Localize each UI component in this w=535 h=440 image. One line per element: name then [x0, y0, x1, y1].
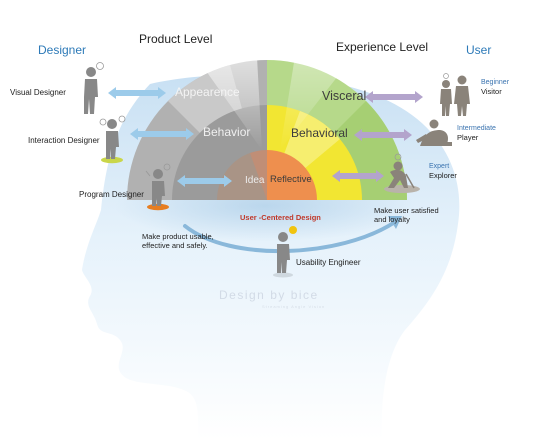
core-blend: [250, 150, 267, 200]
visitor-label: Visitor: [481, 87, 502, 96]
idea-label: Idea: [245, 175, 265, 186]
designer-arrows: [108, 87, 232, 187]
ucd-curve-arrowhead: [388, 216, 402, 229]
left-note-line-2: effective and safely.: [142, 241, 208, 250]
visual-designer-label: Visual Designer: [10, 88, 66, 97]
player-figure: [416, 119, 452, 146]
player-label: Player: [457, 133, 479, 142]
user-header: User: [466, 43, 492, 57]
product-level-header: Product Level: [139, 32, 213, 46]
experience-level-header: Experience Level: [336, 40, 429, 54]
visceral-label: Visceral: [322, 89, 367, 103]
light-beam: [170, 20, 262, 150]
watermark: Design by bice: [219, 288, 319, 302]
right-note-line-2: and loyalty: [374, 215, 410, 224]
visitor-figures: [440, 73, 470, 116]
program-arrow: [177, 175, 232, 187]
left-note-line-1: Make product usable,: [142, 232, 214, 241]
interaction-arrow: [130, 128, 194, 140]
beginner-arrow: [365, 91, 423, 103]
right-note-line-1: Make user satisfied: [374, 206, 439, 215]
user-arrows: [332, 91, 423, 182]
reflective-label: Reflective: [270, 174, 312, 185]
interaction-designer-label: Interaction Designer: [28, 136, 100, 145]
expert-title: Expert: [429, 163, 450, 170]
watermark-subtitle: Streaming Angle Vision: [262, 304, 326, 309]
expert-arrow: [332, 170, 384, 182]
visual-arrow: [108, 87, 166, 99]
light-beam: [280, 25, 370, 150]
appearance-label: Appearence: [175, 85, 240, 99]
visual-designer-figure: [84, 62, 104, 114]
behavioral-label: Behavioral: [291, 126, 348, 140]
ucd-label: User -Centered Design: [240, 213, 321, 222]
intermediate-title: Intermediate: [457, 125, 496, 132]
usability-engineer-figure: [273, 226, 297, 278]
usability-engineer-label: Usability Engineer: [296, 258, 361, 267]
program-designer-figure: [145, 163, 171, 211]
explorer-label: Explorer: [429, 171, 457, 180]
beginner-title: Beginner: [481, 79, 510, 86]
intermediate-arrow: [354, 129, 412, 141]
designer-header: Designer: [38, 43, 87, 57]
interaction-designer-figure: [99, 115, 126, 164]
reflective-layer: [267, 150, 317, 200]
explorer-figure: [384, 153, 420, 193]
program-designer-label: Program Designer: [79, 190, 144, 199]
behavior-label: Behavior: [203, 125, 251, 139]
